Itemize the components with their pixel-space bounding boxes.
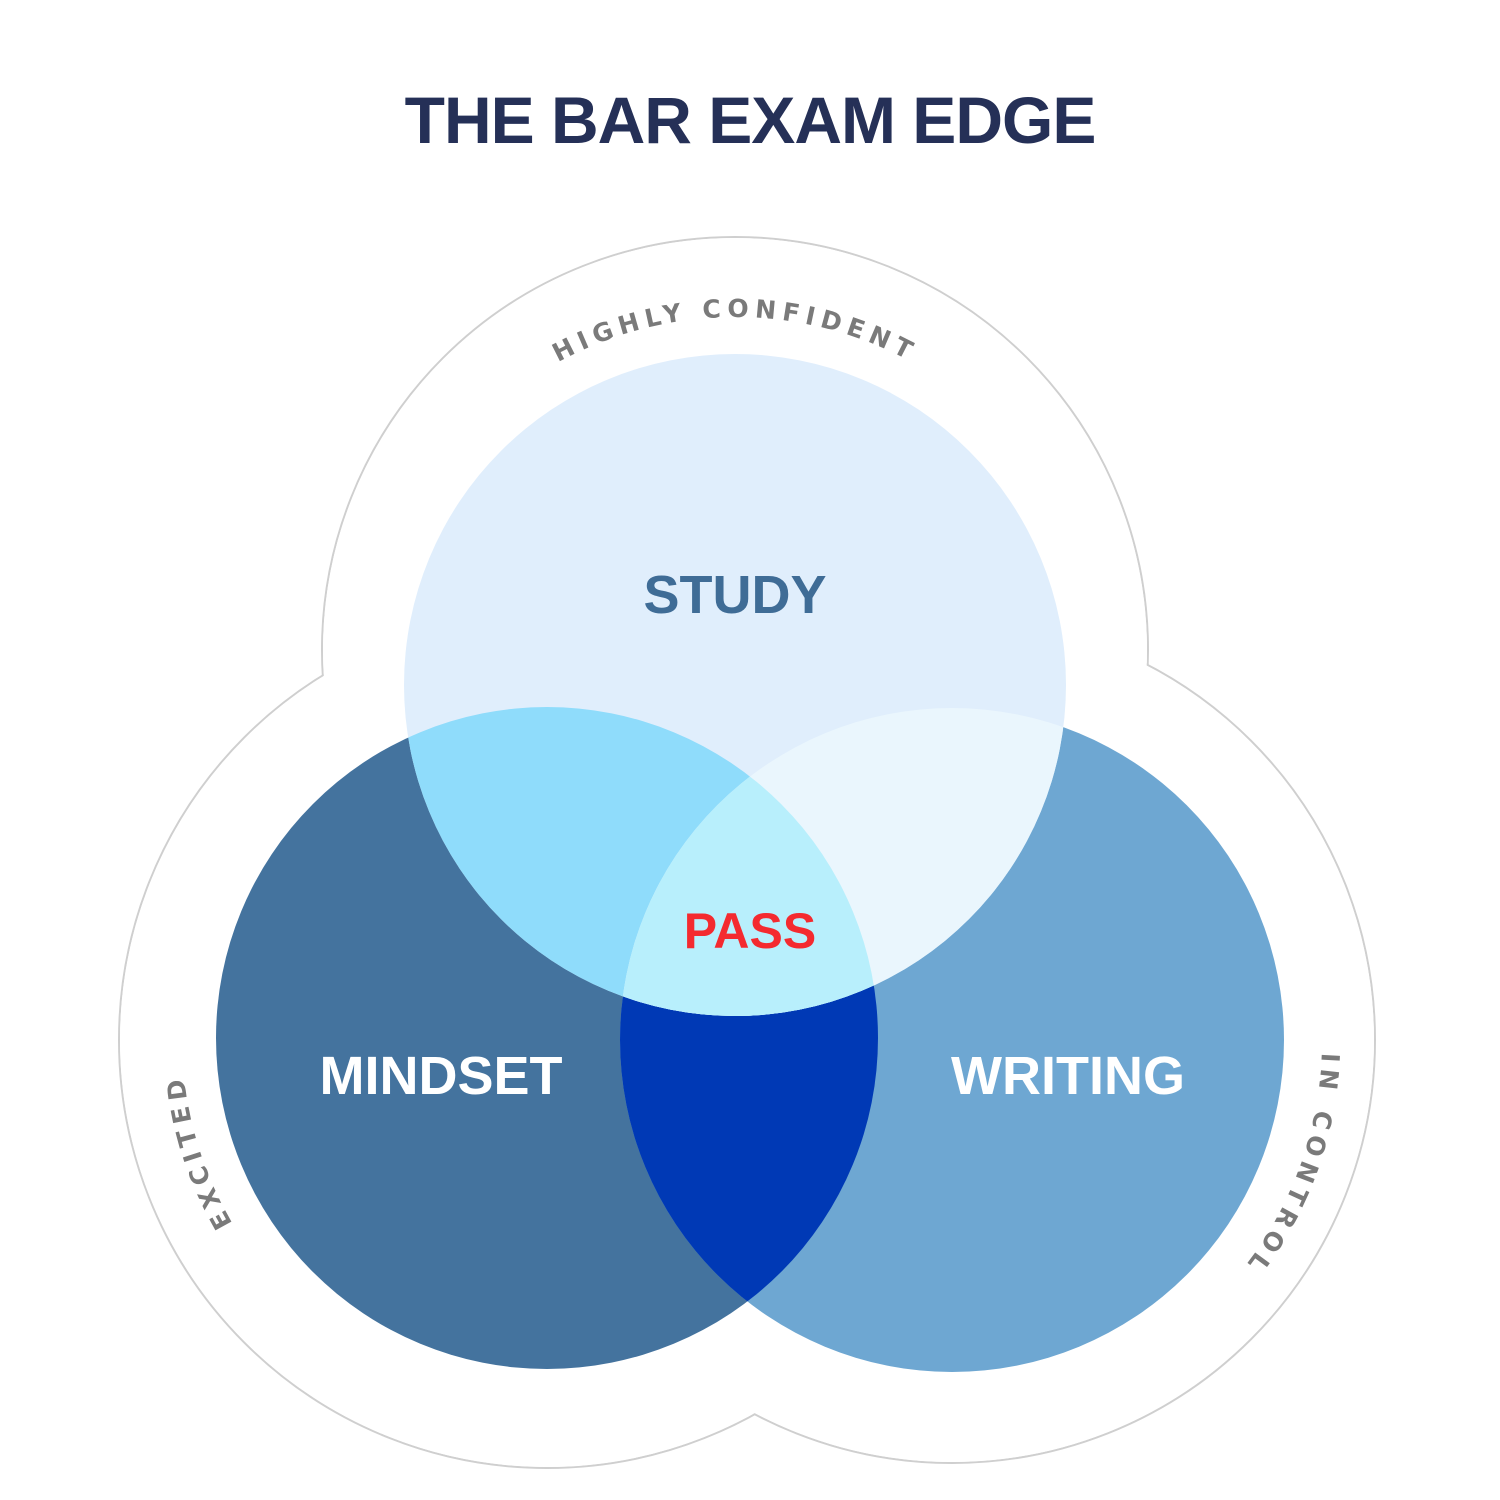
mindset-label: MINDSET — [320, 1046, 563, 1106]
center-overlap — [620, 708, 878, 1016]
pass-label: PASS — [684, 903, 816, 959]
study-label: STUDY — [643, 565, 826, 625]
diagram-title: THE BAR EXAM EDGE — [404, 83, 1097, 157]
writing-label: WRITING — [951, 1046, 1185, 1106]
